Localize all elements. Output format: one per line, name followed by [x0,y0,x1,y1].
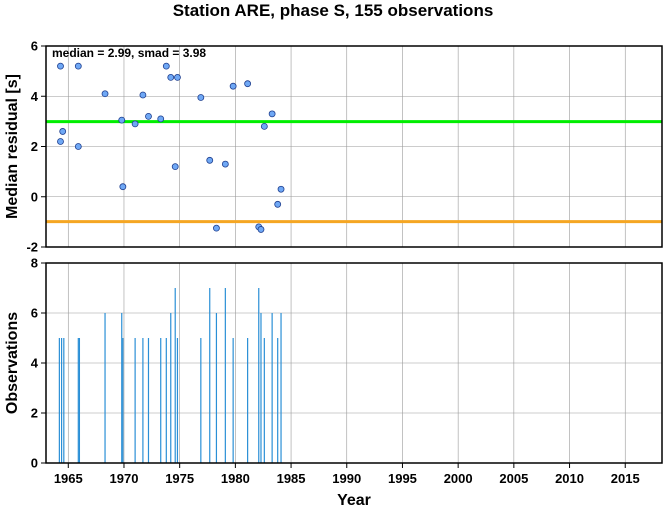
y-tick-label: 2 [31,406,38,421]
data-point [260,123,268,130]
x-tick-label: 1980 [221,471,250,486]
data-point [157,115,165,123]
y-axis-label: Observations [4,312,21,414]
data-point [145,112,152,120]
data-point [101,90,109,98]
x-axis-label: Year [337,492,371,509]
y-tick-label: 6 [31,306,38,321]
x-tick-label: 1995 [388,471,417,486]
y-axis-label: Median residual [s] [4,74,21,219]
data-point [197,94,205,101]
y-tick-label: 8 [31,256,38,271]
data-point [244,80,252,88]
x-tick-label: 2010 [555,471,584,486]
data-point [174,74,181,81]
data-point [74,143,82,150]
y-tick-label: 0 [31,189,38,204]
x-tick-label: 1965 [54,471,83,486]
data-point [274,200,282,208]
data-point [57,62,64,70]
x-tick-label: 1990 [332,471,361,486]
y-tick-label: 4 [31,356,39,371]
x-tick-label: 2015 [611,471,640,486]
data-point [131,120,139,128]
data-point [277,185,285,193]
data-point [213,224,220,232]
data-point [119,183,127,191]
x-tick-label: 2005 [499,471,528,486]
chart-title: Station ARE, phase S, 155 observations [173,1,494,20]
data-point [268,110,276,118]
data-point [74,62,82,70]
data-point [118,116,126,124]
data-point [171,163,179,171]
y-tick-label: 0 [31,456,38,471]
x-tick-label: 1970 [110,471,139,486]
data-point [59,128,67,135]
data-point [162,62,170,70]
y-tick-label: 4 [31,89,39,104]
data-point [167,74,175,81]
y-tick-label: 6 [31,39,38,54]
x-tick-label: 2000 [444,471,473,486]
data-point [206,156,214,164]
y-tick-label: 2 [31,139,38,154]
data-point [57,138,64,145]
data-point [221,160,229,168]
data-point [229,82,237,90]
y-tick-label: -2 [26,240,38,255]
data-point [257,226,265,233]
data-point [139,91,147,99]
x-tick-label: 1985 [277,471,306,486]
x-tick-label: 1975 [165,471,194,486]
stats-annotation: median = 2.99, smad = 3.98 [52,46,206,60]
